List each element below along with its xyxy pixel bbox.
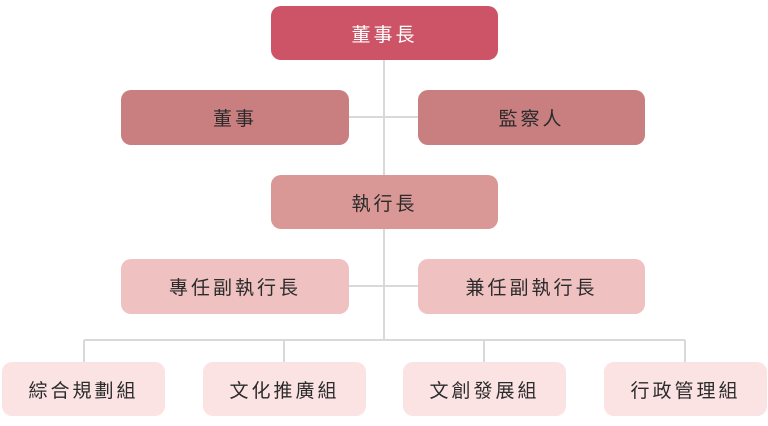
node-culture-promotion-group: 文化推廣組 [203, 362, 366, 416]
node-directors: 董事 [121, 90, 349, 145]
node-full-time-vice-ceo: 專任副執行長 [121, 259, 349, 314]
node-administration-group: 行政管理組 [604, 362, 767, 416]
node-creative-development-group: 文創發展組 [403, 362, 566, 416]
node-supervisors: 監察人 [418, 90, 645, 145]
node-planning-group: 綜合規劃組 [2, 362, 165, 416]
node-ceo: 執行長 [271, 175, 498, 229]
node-chairman: 董事長 [271, 6, 498, 60]
node-part-time-vice-ceo: 兼任副執行長 [418, 259, 645, 314]
